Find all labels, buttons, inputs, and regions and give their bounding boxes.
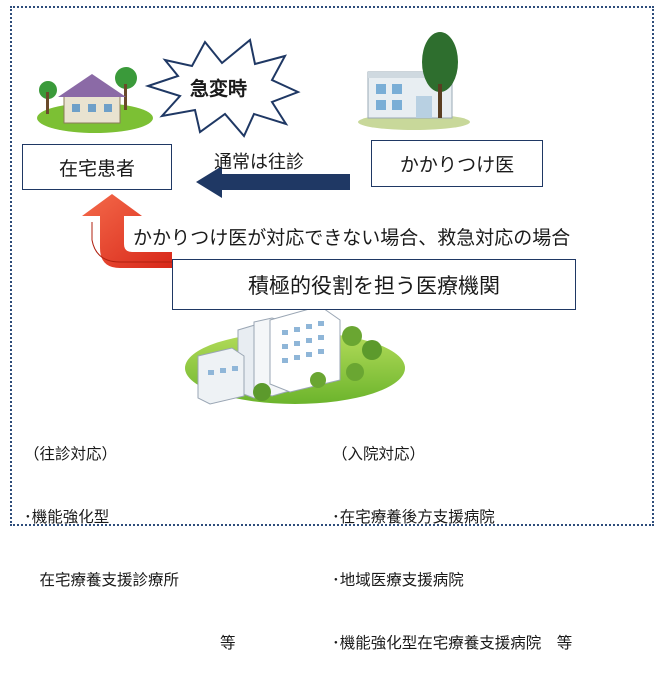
hospital-list-item: ･機能強化型在宅療養支援病院 等 <box>332 634 573 652</box>
clinic-list-suffix: 等 <box>220 634 236 652</box>
normal-visit-arrow <box>196 166 350 198</box>
family-doctor-node: かかりつけ医 <box>371 140 543 187</box>
patient-node: 在宅患者 <box>22 144 172 190</box>
diagram-graphics <box>37 32 470 405</box>
clinic-list-item: 在宅療養支援診療所 <box>24 571 180 589</box>
hospital-complex-icon <box>185 305 405 405</box>
burst-icon <box>144 38 301 138</box>
family-doctor-label: かかりつけ医 <box>399 154 515 176</box>
hospital-list-item: ･地域医療支援病院 <box>332 571 464 589</box>
patient-label: 在宅患者 <box>58 157 135 180</box>
clinic-list-item: ･機能強化型 <box>24 508 110 526</box>
emergency-label: 急変時 <box>190 78 248 100</box>
clinic-list-heading: （往診対応） <box>24 445 118 463</box>
condition-text: かかりつけ医が対応できない場合、救急対応の場合 <box>133 227 571 249</box>
clinic-building-icon <box>358 32 470 130</box>
house-icon <box>37 67 153 133</box>
core-institution-node: 積極的役割を担う医療機関 <box>172 259 576 310</box>
hospital-list-heading: （入院対応） <box>332 445 426 463</box>
hospital-list-item: ･在宅療養後方支援病院 <box>332 508 495 526</box>
normal-visit-label: 通常は往診 <box>214 152 304 173</box>
emergency-arrow <box>82 194 172 268</box>
hospital-list: （入院対応） ･在宅療養後方支援病院 ･地域医療支援病院 ･機能強化型在宅療養支… <box>332 402 572 675</box>
core-institution-label: 積極的役割を担う医療機関 <box>248 273 500 298</box>
clinic-list: （往診対応） ･機能強化型 在宅療養支援診療所 等 <box>24 402 236 675</box>
